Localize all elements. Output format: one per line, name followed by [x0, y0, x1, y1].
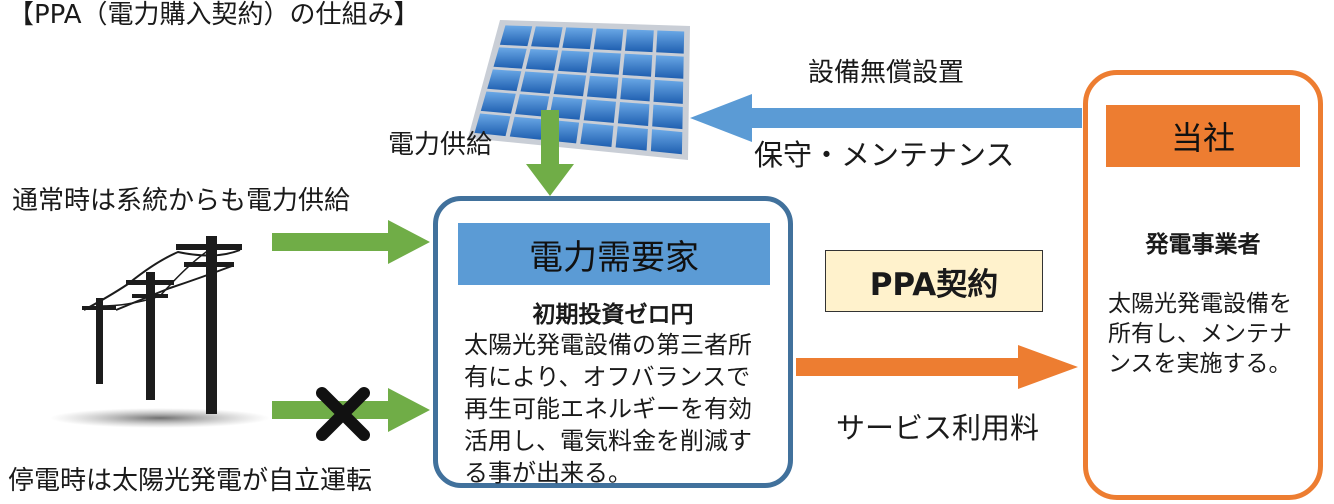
- provider-subheading: 発電事業者: [1145, 232, 1261, 258]
- solar-cell: [515, 94, 550, 117]
- label-normal-grid: 通常時は系統からも電力供給: [12, 186, 351, 216]
- label-outage: 停電時は太陽光発電が自立運転: [8, 466, 373, 496]
- solar-cell: [615, 126, 648, 151]
- arrow-install: [690, 94, 1082, 142]
- solar-cell: [480, 91, 516, 114]
- solar-cell: [656, 30, 685, 54]
- solar-cell: [493, 47, 527, 69]
- solar-cell: [583, 99, 616, 123]
- solar-cell: [652, 104, 683, 130]
- page-title: 【PPA（電力購入契約）の仕組み】: [8, 0, 420, 30]
- solar-cell: [474, 113, 511, 137]
- customer-subheading: 初期投資ゼロ円: [532, 302, 694, 328]
- solar-cell: [509, 116, 545, 140]
- solar-cell: [625, 29, 654, 53]
- provider-box: 当社 発電事業者 太陽光発電設備を所有し、メンテナンスを実施する。: [1083, 70, 1323, 500]
- solar-cell: [562, 27, 593, 50]
- contract-box: PPA契約: [825, 250, 1043, 312]
- solar-cell: [654, 55, 684, 79]
- solar-cell: [558, 50, 590, 73]
- arrow-grid-supply: [272, 220, 430, 264]
- customer-box: 電力需要家 初期投資ゼロ円 太陽光発電設備の第三者所有により、オフバランスで再生…: [433, 196, 793, 488]
- solar-cell: [580, 123, 614, 147]
- solar-cell: [650, 129, 683, 155]
- solar-cell: [531, 26, 563, 48]
- customer-heading: 電力需要家: [458, 223, 770, 285]
- label-service-fee: サービス利用料: [836, 411, 1040, 445]
- label-equipment-install: 設備無償設置: [808, 58, 965, 88]
- cross-mark-icon: [316, 387, 370, 441]
- solar-cell: [499, 25, 533, 47]
- solar-cell: [520, 71, 554, 94]
- solar-cell: [653, 79, 684, 104]
- utility-pole-icon: [50, 236, 270, 428]
- solar-panel-icon: [468, 20, 690, 160]
- customer-description: 太陽光発電設備の第三者所有により、オフバランスで再生可能エネルギーを有効活用し、…: [464, 331, 752, 487]
- solar-cell: [593, 28, 624, 51]
- label-maintenance: 保守・メンテナンス: [754, 138, 1015, 172]
- provider-description: 太陽光発電設備を所有し、メンテナンスを実施する。: [1108, 291, 1292, 377]
- solar-cell: [622, 53, 653, 77]
- solar-cell: [617, 102, 650, 126]
- solar-cell: [525, 49, 559, 71]
- solar-cell: [487, 69, 522, 92]
- label-power-supply: 電力供給: [388, 130, 493, 160]
- arrow-power-supply: [526, 110, 574, 196]
- arrow-service-fee: [796, 345, 1078, 389]
- provider-heading: 当社: [1106, 105, 1300, 167]
- solar-cell: [587, 75, 619, 99]
- solar-cell: [553, 73, 587, 97]
- solar-cell: [620, 77, 651, 102]
- solar-cell: [590, 52, 621, 75]
